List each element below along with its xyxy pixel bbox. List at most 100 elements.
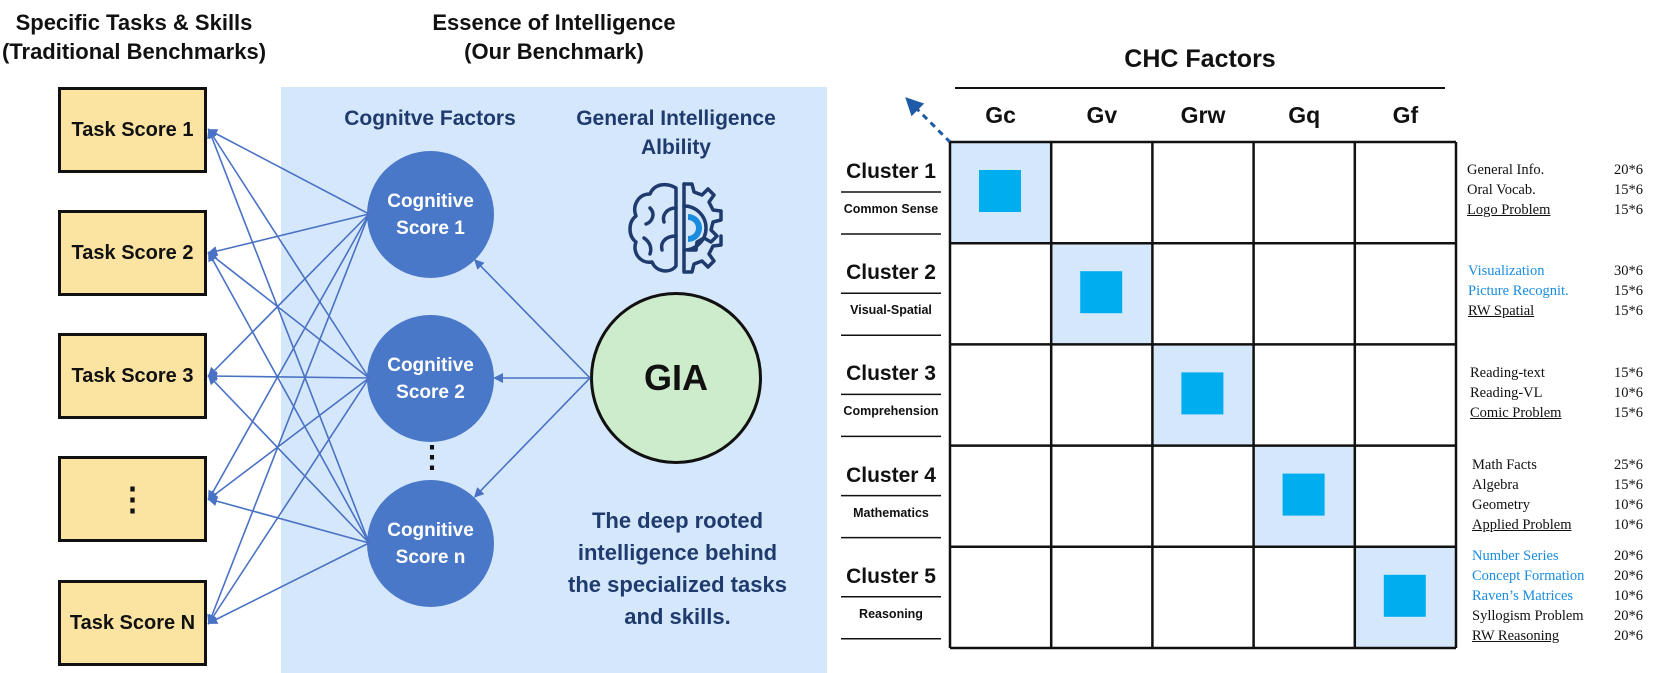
- skill-count: 10*6: [1614, 517, 1643, 533]
- task-score-label: Task Score N: [69, 611, 196, 634]
- diagonal-square: [1282, 473, 1325, 516]
- cognitive-factors-title: Cognitve Factors: [344, 107, 516, 130]
- skill-count: 15*6: [1614, 202, 1643, 218]
- skill-label: Concept Formation: [1472, 568, 1585, 584]
- description-line: The deep rooted: [591, 508, 764, 533]
- cluster-name: Cluster 1: [846, 160, 936, 183]
- skill-label: Raven’s Matrices: [1472, 588, 1574, 604]
- middle-heading-line2: (Our Benchmark): [464, 39, 644, 64]
- skill-count: 30*6: [1614, 263, 1643, 279]
- task-score-box: Task Score 1: [58, 87, 207, 173]
- gia-title: General Intelligence Albility: [546, 104, 806, 162]
- gia-title-line2: Albility: [640, 136, 711, 159]
- skill-label: Visualization: [1468, 263, 1545, 279]
- diagonal-square: [979, 170, 1021, 212]
- chc-title: CHC Factors: [1124, 45, 1276, 73]
- cognitive-score-line2: Score 1: [396, 217, 465, 239]
- skill-label: Number Series: [1472, 548, 1559, 564]
- cognitive-score-circle: Cognitive Score 2: [367, 315, 494, 442]
- cognitive-score-line2: Score 2: [396, 381, 465, 403]
- task-score-box: Task Score 3: [58, 333, 207, 419]
- skill-count: 15*6: [1614, 405, 1643, 421]
- skill-label: Logo Problem: [1467, 202, 1551, 218]
- skill-count: 15*6: [1614, 182, 1643, 198]
- task-score-box: Task Score N: [58, 580, 207, 666]
- skill-count: 10*6: [1614, 497, 1643, 513]
- cognitive-score-line2: Score n: [395, 546, 466, 568]
- task-score-label: Task Score 3: [71, 364, 194, 387]
- diagonal-cell: [1354, 546, 1456, 648]
- left-heading: Specific Tasks & Skills (Traditional Ben…: [0, 8, 268, 66]
- description-line: the specialized tasks: [568, 572, 787, 597]
- skill-count: 20*6: [1614, 608, 1643, 624]
- skill-count: 25*6: [1614, 457, 1643, 473]
- diagonal-square: [1080, 271, 1123, 314]
- task-score-label: Task Score 1: [71, 118, 194, 141]
- description-line: intelligence behind: [577, 540, 778, 565]
- cluster-subtitle: Mathematics: [853, 505, 929, 520]
- skill-count: 15*6: [1614, 365, 1643, 381]
- gia-title-line1: General Intelligence: [576, 107, 776, 130]
- left-heading-line2: (Traditional Benchmarks): [1, 39, 267, 64]
- task-score-box: Task Score 2: [58, 210, 207, 296]
- skill-label: Oral Vocab.: [1467, 182, 1536, 198]
- cluster-name: Cluster 4: [846, 463, 936, 487]
- task-score-label: Task Score 2: [71, 241, 194, 264]
- description-line: and skills.: [624, 604, 731, 629]
- skill-count: 20*6: [1614, 162, 1643, 178]
- skill-label: RW Reasoning: [1472, 628, 1560, 644]
- skill-count: 15*6: [1614, 303, 1643, 319]
- diagonal-square: [1383, 574, 1426, 617]
- middle-heading: Essence of Intelligence (Our Benchmark): [404, 8, 704, 66]
- middle-heading-line1: Essence of Intelligence: [432, 10, 676, 35]
- cluster-subtitle: Visual-Spatial: [850, 303, 932, 318]
- skill-label: Applied Problem: [1472, 517, 1572, 533]
- chc-factor-header: Gv: [1086, 102, 1118, 128]
- cluster-subtitle: Common Sense: [843, 202, 939, 216]
- skill-count: 15*6: [1614, 477, 1643, 493]
- diagonal-cell: [1051, 243, 1153, 345]
- chc-factor-header: Gc: [985, 102, 1016, 128]
- diagonal-square: [1181, 372, 1224, 415]
- skill-label: Algebra: [1472, 477, 1519, 493]
- cluster-name: Cluster 5: [846, 564, 936, 588]
- skill-count: 10*6: [1614, 588, 1643, 604]
- skill-count: 20*6: [1614, 548, 1643, 564]
- cognitive-score-line1: Cognitive: [387, 190, 474, 212]
- skill-label: Syllogism Problem: [1472, 608, 1584, 624]
- cognitive-score-circle: Cognitive Score n: [367, 480, 494, 607]
- skill-count: 10*6: [1614, 385, 1643, 401]
- skill-label: Reading-text: [1470, 365, 1545, 381]
- cluster-subtitle: Comprehension: [843, 404, 939, 419]
- gia-circle: GIA: [590, 292, 762, 464]
- skill-count: 20*6: [1614, 568, 1643, 584]
- cognitive-score-line1: Cognitive: [387, 354, 474, 376]
- left-heading-line1: Specific Tasks & Skills: [15, 10, 253, 35]
- skill-label: Geometry: [1472, 497, 1530, 513]
- diagonal-arrow: [905, 97, 1458, 650]
- gia-label: GIA: [643, 357, 708, 398]
- skill-count: 15*6: [1614, 283, 1643, 299]
- skill-label: RW Spatial: [1468, 303, 1535, 319]
- cognitive-score-line1: Cognitive: [387, 519, 474, 541]
- cognitive-ellipsis: ⋮: [417, 441, 447, 474]
- chc-factor-header: Gf: [1392, 102, 1419, 128]
- skill-label: Reading-VL: [1470, 385, 1543, 401]
- description: The deep rooted intelligence behind the …: [545, 505, 810, 633]
- cluster-subtitle: Reasoning: [859, 606, 923, 621]
- skill-count: 20*6: [1614, 628, 1643, 644]
- chc-factor-header: Grw: [1180, 102, 1226, 128]
- task-score-ellipsis: ⋮: [116, 481, 149, 517]
- diagonal-cell: [1152, 344, 1254, 446]
- skill-label: Comic Problem: [1470, 405, 1562, 421]
- cluster-name: Cluster 3: [846, 362, 936, 386]
- diagonal-cell: [1253, 445, 1355, 547]
- skill-label: General Info.: [1467, 162, 1545, 178]
- skill-label: Picture Recognit.: [1468, 283, 1569, 299]
- cognitive-score-circle: Cognitive Score 1: [367, 151, 494, 278]
- chc-factor-header: Gq: [1288, 102, 1321, 128]
- task-score-box: ⋮: [58, 456, 207, 542]
